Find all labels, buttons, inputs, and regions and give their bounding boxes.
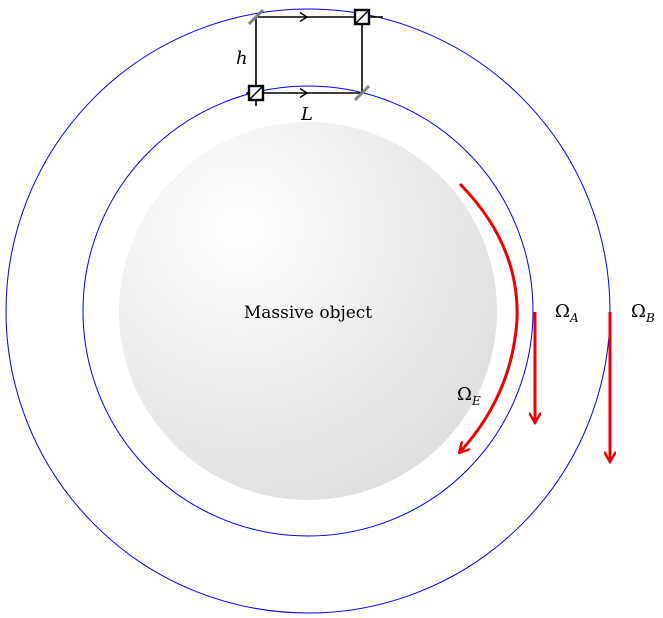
interferometer: h L — [236, 8, 383, 125]
height-label: h — [236, 48, 248, 69]
omega-a-label: ΩA — [555, 301, 579, 325]
direction-arrow-upper — [299, 11, 309, 23]
inner-orbit — [82, 85, 534, 537]
beam-splitter-bottom-left — [247, 84, 265, 102]
mirror-bottom-right — [353, 84, 371, 102]
omega-a-symbol: Ω — [555, 301, 570, 322]
omega-b-label: ΩB — [631, 301, 655, 325]
massive-object-sphere — [119, 122, 497, 500]
outer-orbit — [5, 8, 611, 614]
massive-object-label: Massive object — [244, 303, 372, 323]
beam-splitter-top-right — [353, 8, 371, 26]
length-label: L — [300, 104, 313, 125]
omega-e-subscript: E — [471, 394, 481, 408]
omega-b-subscript: B — [645, 311, 655, 325]
direction-arrow-lower — [299, 87, 309, 99]
omega-e-label: ΩE — [457, 384, 481, 408]
mirror-top-left — [247, 8, 265, 26]
omega-a-subscript: A — [569, 311, 579, 325]
rotation-arrow-e — [460, 182, 519, 452]
omega-e-symbol: Ω — [457, 384, 472, 405]
omega-b-symbol: Ω — [631, 301, 646, 322]
